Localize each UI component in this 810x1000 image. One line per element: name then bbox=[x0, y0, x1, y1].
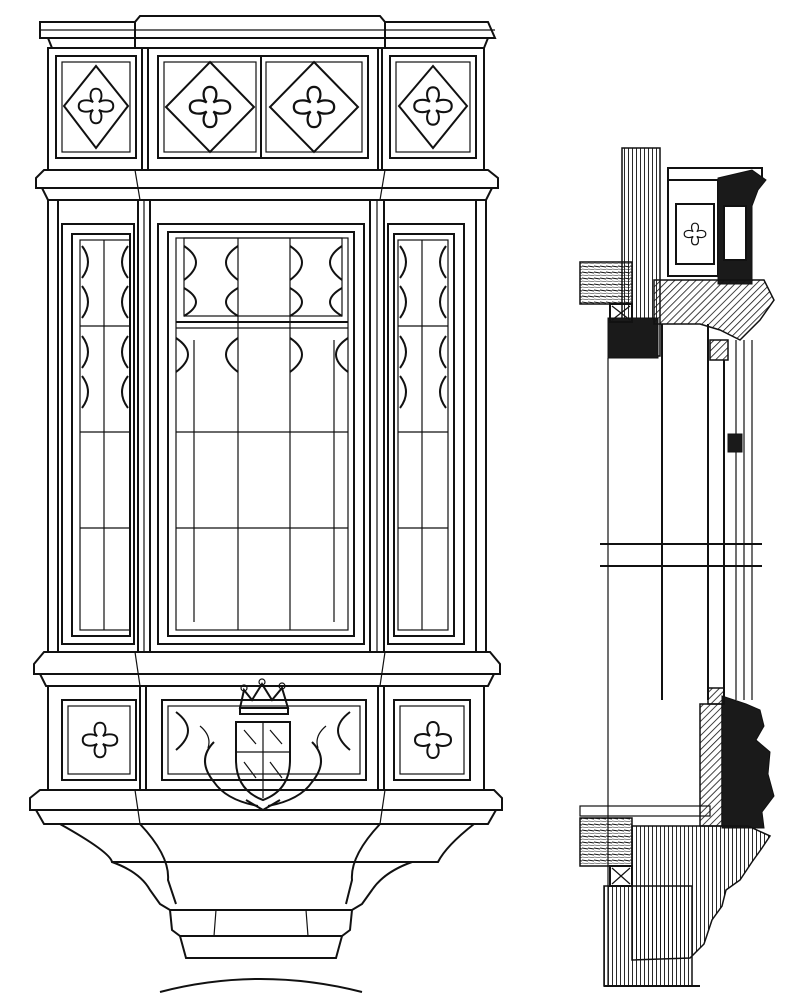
mullions bbox=[47, 199, 487, 653]
quatrefoil-icon bbox=[413, 720, 453, 760]
window-jamb bbox=[600, 324, 762, 700]
transom-cornice bbox=[35, 169, 499, 201]
crown-icon bbox=[238, 678, 290, 715]
sill-cornice bbox=[33, 651, 501, 687]
quatrefoil-icon bbox=[81, 721, 119, 759]
corbel bbox=[59, 823, 475, 993]
coat-of-arms-icon bbox=[199, 721, 327, 812]
top-cornice bbox=[39, 15, 497, 49]
floor-beam bbox=[579, 261, 633, 305]
quatrefoil-icon bbox=[683, 222, 707, 246]
section-view bbox=[579, 147, 775, 987]
upper-frieze bbox=[47, 47, 485, 171]
bottom-cornice bbox=[29, 789, 503, 825]
quatrefoil-icon bbox=[188, 85, 232, 129]
sill-molding bbox=[721, 695, 775, 829]
center-window bbox=[157, 223, 365, 645]
floor-beam bbox=[579, 817, 633, 867]
quatrefoil-icon bbox=[77, 87, 115, 125]
elevation-view bbox=[29, 15, 503, 993]
left-window bbox=[61, 223, 135, 645]
quatrefoil-icon bbox=[413, 86, 453, 126]
quatrefoil-icon bbox=[292, 85, 336, 129]
right-window bbox=[387, 223, 465, 645]
